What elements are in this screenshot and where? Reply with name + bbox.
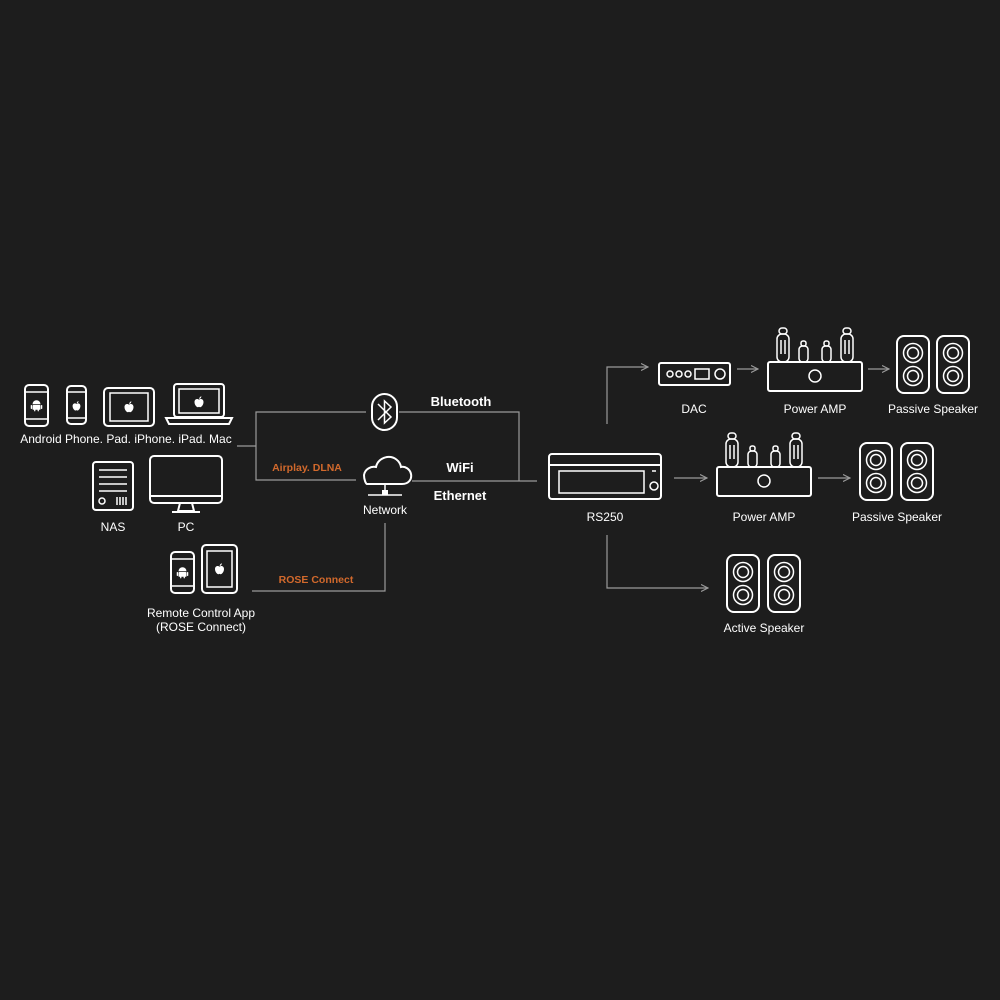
android-phone-icon — [170, 551, 195, 594]
bluetooth-to-rs250-line — [399, 411, 520, 481]
connection-lines — [237, 367, 889, 591]
passive-speaker-2-label: Passive Speaker — [852, 510, 942, 524]
amplifier-icon — [767, 327, 863, 392]
speaker-icon — [896, 335, 930, 394]
rs250-to-dac-arrow — [606, 367, 648, 424]
dac-icon — [658, 362, 731, 386]
wifi-line — [255, 446, 356, 481]
iphone-icon — [66, 385, 87, 425]
ethernet-label: Ethernet — [434, 488, 487, 503]
remote-app-label-line2: (ROSE Connect) — [156, 620, 246, 634]
bluetooth-line — [255, 411, 366, 446]
android-phone-icon — [24, 384, 49, 427]
monitor-icon — [149, 455, 223, 513]
apple-icon — [194, 396, 204, 408]
network-label: Network — [363, 503, 408, 517]
mobile-devices — [24, 383, 234, 427]
laptop-icon — [164, 383, 234, 425]
tablet-icon — [201, 544, 238, 594]
remote-app-devices — [170, 544, 238, 594]
ipad-icon — [103, 387, 155, 427]
bluetooth-label: Bluetooth — [431, 394, 492, 409]
power-amp-1-label: Power AMP — [784, 402, 847, 416]
speaker-icon — [936, 335, 970, 394]
amplifier-icon — [716, 432, 812, 497]
apple-icon — [124, 401, 134, 413]
streamer-icon — [548, 453, 662, 500]
passive-speaker-1-label: Passive Speaker — [888, 402, 978, 416]
rose-connect-line — [252, 523, 386, 592]
airplay-dlna-label: Airplay. DLNA — [272, 462, 342, 474]
active-speaker-label: Active Speaker — [724, 621, 805, 635]
speaker-icon — [900, 442, 934, 501]
speaker-icon — [859, 442, 893, 501]
apple-icon — [215, 563, 224, 575]
power-amp-2-label: Power AMP — [733, 510, 796, 524]
speaker-icon — [767, 554, 801, 613]
apple-icon — [72, 401, 81, 411]
speaker-icon — [726, 554, 760, 613]
nas-label: NAS — [101, 520, 126, 534]
mobile-devices-label: Android Phone. Pad. iPhone. iPad. Mac — [20, 432, 231, 446]
rs250-to-active-speaker-arrow — [606, 535, 708, 588]
bluetooth-icon — [371, 393, 398, 431]
rs250-label: RS250 — [587, 510, 624, 524]
rose-connect-label: ROSE Connect — [279, 574, 354, 586]
remote-app-label-line1: Remote Control App — [147, 606, 255, 620]
dac-label: DAC — [681, 402, 707, 416]
android-icon — [30, 400, 43, 412]
android-icon — [176, 567, 189, 579]
wifi-label: WiFi — [446, 460, 473, 475]
cloud-network-icon — [362, 455, 413, 496]
pc-label: PC — [178, 520, 195, 534]
nas-icon — [92, 461, 134, 511]
